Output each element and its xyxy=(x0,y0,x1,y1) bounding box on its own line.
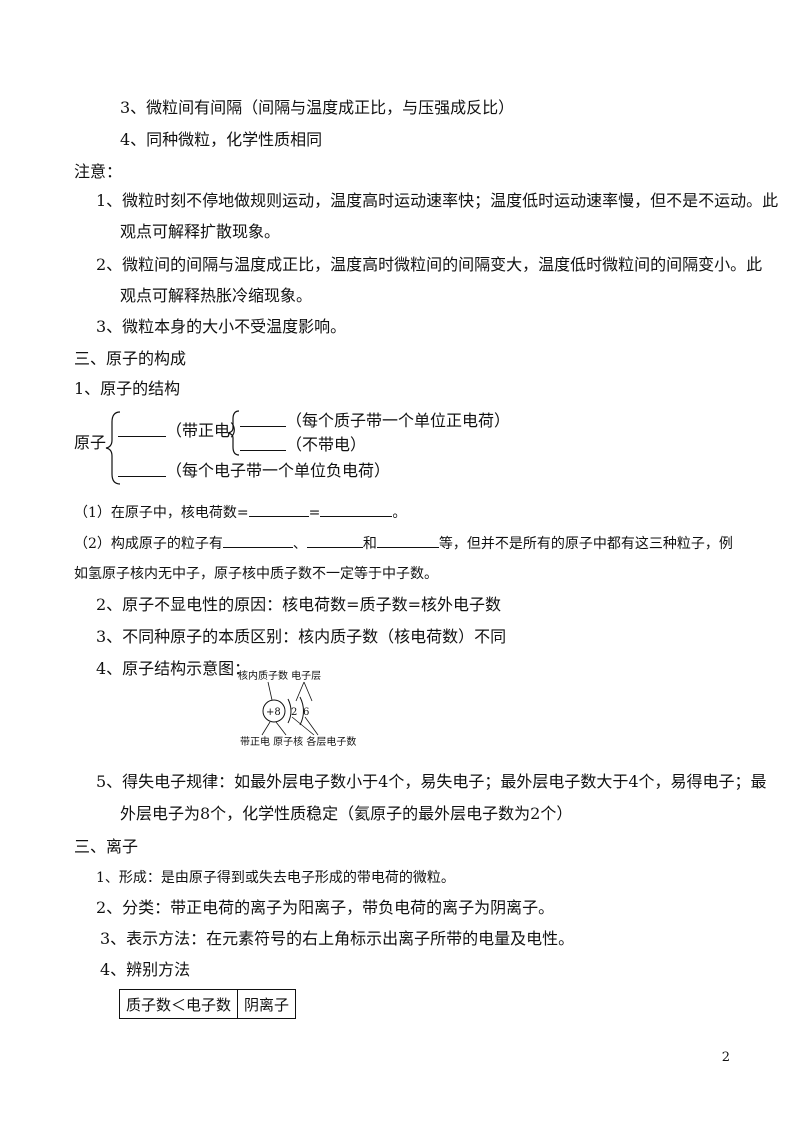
diagram-bottom-label: 带正电 原子核 各层电子数 xyxy=(240,735,356,748)
fill-1-prefix: （1）在原子中，核电荷数= xyxy=(74,505,249,521)
note-2-line-2: 观点可解释热胀冷缩现象。 xyxy=(120,286,313,305)
nucleus-circle xyxy=(262,699,286,723)
note-3: 3、微粒本身的大小不受温度影响。 xyxy=(96,317,347,336)
blank-2c[interactable] xyxy=(376,533,439,548)
ion-classification: 2、分类：带正电荷的离子为阳离子，带负电荷的离子为阴离子。 xyxy=(96,898,555,917)
blank-electron[interactable] xyxy=(118,462,166,477)
note-1-line-2: 观点可解释扩散现象。 xyxy=(120,222,281,241)
atom-difference: 3、不同种原子的本质区别：核内质子数（核电荷数）不同 xyxy=(96,627,507,646)
blank-2a[interactable] xyxy=(222,533,293,548)
fill-2-prefix: （2）构成原子的粒子有 xyxy=(74,536,223,552)
item-4: 4、同种微粒，化学性质相同 xyxy=(120,130,323,149)
section-title-atom: 三、原子的构成 xyxy=(74,349,187,368)
blank-1b[interactable] xyxy=(320,502,393,517)
fill-2: （2）构成原子的粒子有 、 和 等，但并不是所有的原子中都有这三种粒子，例 xyxy=(74,533,733,554)
electron-rule-line-2: 外层电子为8个，化学性质稳定（氦原子的最外层电子数为2个） xyxy=(120,804,573,823)
diagram-top-label: 核内质子数 电子层 xyxy=(238,669,321,682)
atom-structure-diagram: 核内质子数 电子层 +8 2 6 带正电 原子核 各层电子数 xyxy=(238,669,356,748)
atom-diagram-heading: 4、原子结构示意图： xyxy=(96,659,251,678)
atom-label: 原子 xyxy=(74,433,107,452)
table-row: 质子数＜电子数 阴离子 xyxy=(118,989,297,1019)
note-2-line-1: 2、微粒间的间隔与温度成正比，温度高时微粒间的间隔变大，温度低时微粒间的间隔变小… xyxy=(96,255,763,274)
left-brace xyxy=(105,411,121,485)
atom-neutral-reason: 2、原子不显电性的原因：核电荷数=质子数=核外电子数 xyxy=(96,595,501,614)
blank-proton[interactable] xyxy=(240,412,286,427)
fill-1-end: 。 xyxy=(392,505,407,521)
blank-nucleus[interactable] xyxy=(118,422,166,437)
ion-notation: 3、表示方法：在元素符号的右上角标示出离子所带的电量及电性。 xyxy=(100,929,575,948)
ion-formation: 1、形成：是由原子得到或失去电子形成的带电荷的微粒。 xyxy=(96,870,455,886)
fill-1: （1）在原子中，核电荷数= = 。 xyxy=(74,502,406,523)
shell-2-count: 6 xyxy=(303,707,309,718)
nucleus-charge-value: +8 xyxy=(266,707,281,718)
note-title: 注意： xyxy=(74,162,123,181)
blank-1a[interactable] xyxy=(248,502,309,517)
shell-1-count: 2 xyxy=(291,707,297,718)
item-3: 3、微粒间有间隔（间隔与温度成正比，与压强成反比） xyxy=(120,98,515,117)
neutron-desc: （不带电） xyxy=(286,435,367,454)
table-cell-type: 阴离子 xyxy=(237,989,297,1019)
note-1-line-1: 1、微粒时刻不停地做规则运动，温度高时运动速率快；温度低时运动速率慢，但不是不运… xyxy=(96,191,779,210)
blank-2b[interactable] xyxy=(306,533,363,548)
shell-arc-1 xyxy=(287,698,292,724)
ion-identify-table: 质子数＜电子数 阴离子 xyxy=(118,989,297,1019)
ion-identify-heading: 4、辨别方法 xyxy=(100,960,191,979)
fill-1-eq: = xyxy=(308,505,321,521)
fill-2-sep2: 和 xyxy=(362,536,377,552)
electron-desc: （每个电子带一个单位负电荷） xyxy=(166,461,391,480)
proton-desc: （每个质子带一个单位正电荷） xyxy=(286,411,511,430)
shell-arc-2 xyxy=(299,696,304,726)
atom-structure-heading: 1、原子的结构 xyxy=(74,379,181,398)
blank-neutron[interactable] xyxy=(240,436,286,451)
electron-rule-line-1: 5、得失电子规律：如最外层电子数小于4个，易失电子；最外层电子数大于4个，易得电… xyxy=(96,772,767,791)
inner-brace xyxy=(227,410,240,456)
fill-2-continued: 如氢原子核内无中子，原子核中质子数不一定等于中子数。 xyxy=(74,566,438,582)
table-cell-condition: 质子数＜电子数 xyxy=(118,989,239,1019)
page-number: 2 xyxy=(721,1050,730,1065)
fill-2-suffix: 等，但并不是所有的原子中都有这三种粒子，例 xyxy=(438,536,733,552)
section-title-ion: 三、离子 xyxy=(74,837,139,856)
fill-2-sep1: 、 xyxy=(292,536,307,552)
nucleus-charge: （带正电） xyxy=(166,421,247,440)
